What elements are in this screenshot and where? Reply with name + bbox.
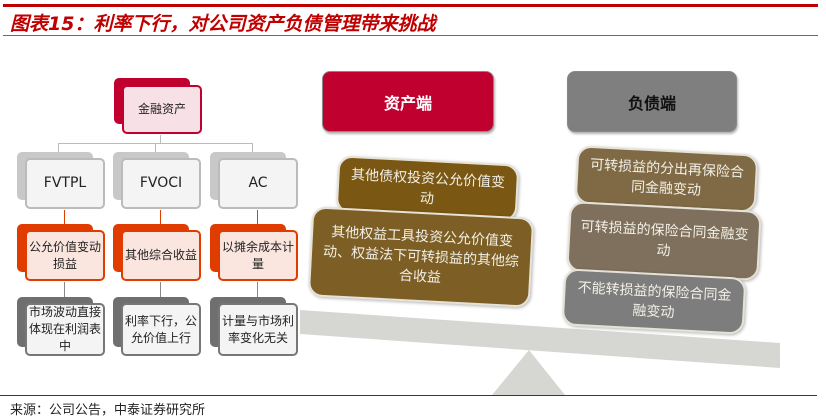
connector xyxy=(160,282,161,298)
seesaw-beam xyxy=(300,310,780,368)
node-label: 其他综合收益 xyxy=(121,230,201,281)
node-label: FVOCI xyxy=(121,158,201,209)
node-label: 以摊余成本计量 xyxy=(218,230,298,281)
connector xyxy=(64,282,65,298)
liability-side-header: 负债端 xyxy=(567,71,737,132)
node-label: 公允价值变动损益 xyxy=(25,230,105,281)
connector xyxy=(155,143,156,153)
source-note: 来源：公司公告，中泰证券研究所 xyxy=(10,403,206,418)
node-label: FVTPL xyxy=(25,158,105,209)
asset-side-header: 资产端 xyxy=(322,71,494,132)
title-rule xyxy=(3,35,818,36)
connector xyxy=(160,210,161,224)
node-label: 计量与市场利率变化无关 xyxy=(218,303,298,356)
seesaw-fulcrum xyxy=(492,350,565,395)
node-label: AC xyxy=(218,158,298,209)
figure-title: 图表15：利率下行，对公司资产负债管理带来挑战 xyxy=(10,13,436,35)
liability-item: 不能转损益的保险合同金融变动 xyxy=(561,268,747,335)
connector xyxy=(64,210,65,224)
root-label: 金融资产 xyxy=(122,85,202,134)
connector xyxy=(257,210,258,224)
node-label: 利率下行，公允价值上行 xyxy=(121,303,201,356)
connector xyxy=(160,135,161,143)
connector xyxy=(252,143,253,153)
node-label: 市场波动直接体现在利润表中 xyxy=(25,303,105,356)
footer-rule xyxy=(0,395,817,396)
connector xyxy=(58,143,59,153)
asset-item: 其他权益工具投资公允价值变动、权益法下可转损益的其他综合收益 xyxy=(307,206,535,308)
top-rule xyxy=(3,4,818,7)
connector xyxy=(257,282,258,298)
